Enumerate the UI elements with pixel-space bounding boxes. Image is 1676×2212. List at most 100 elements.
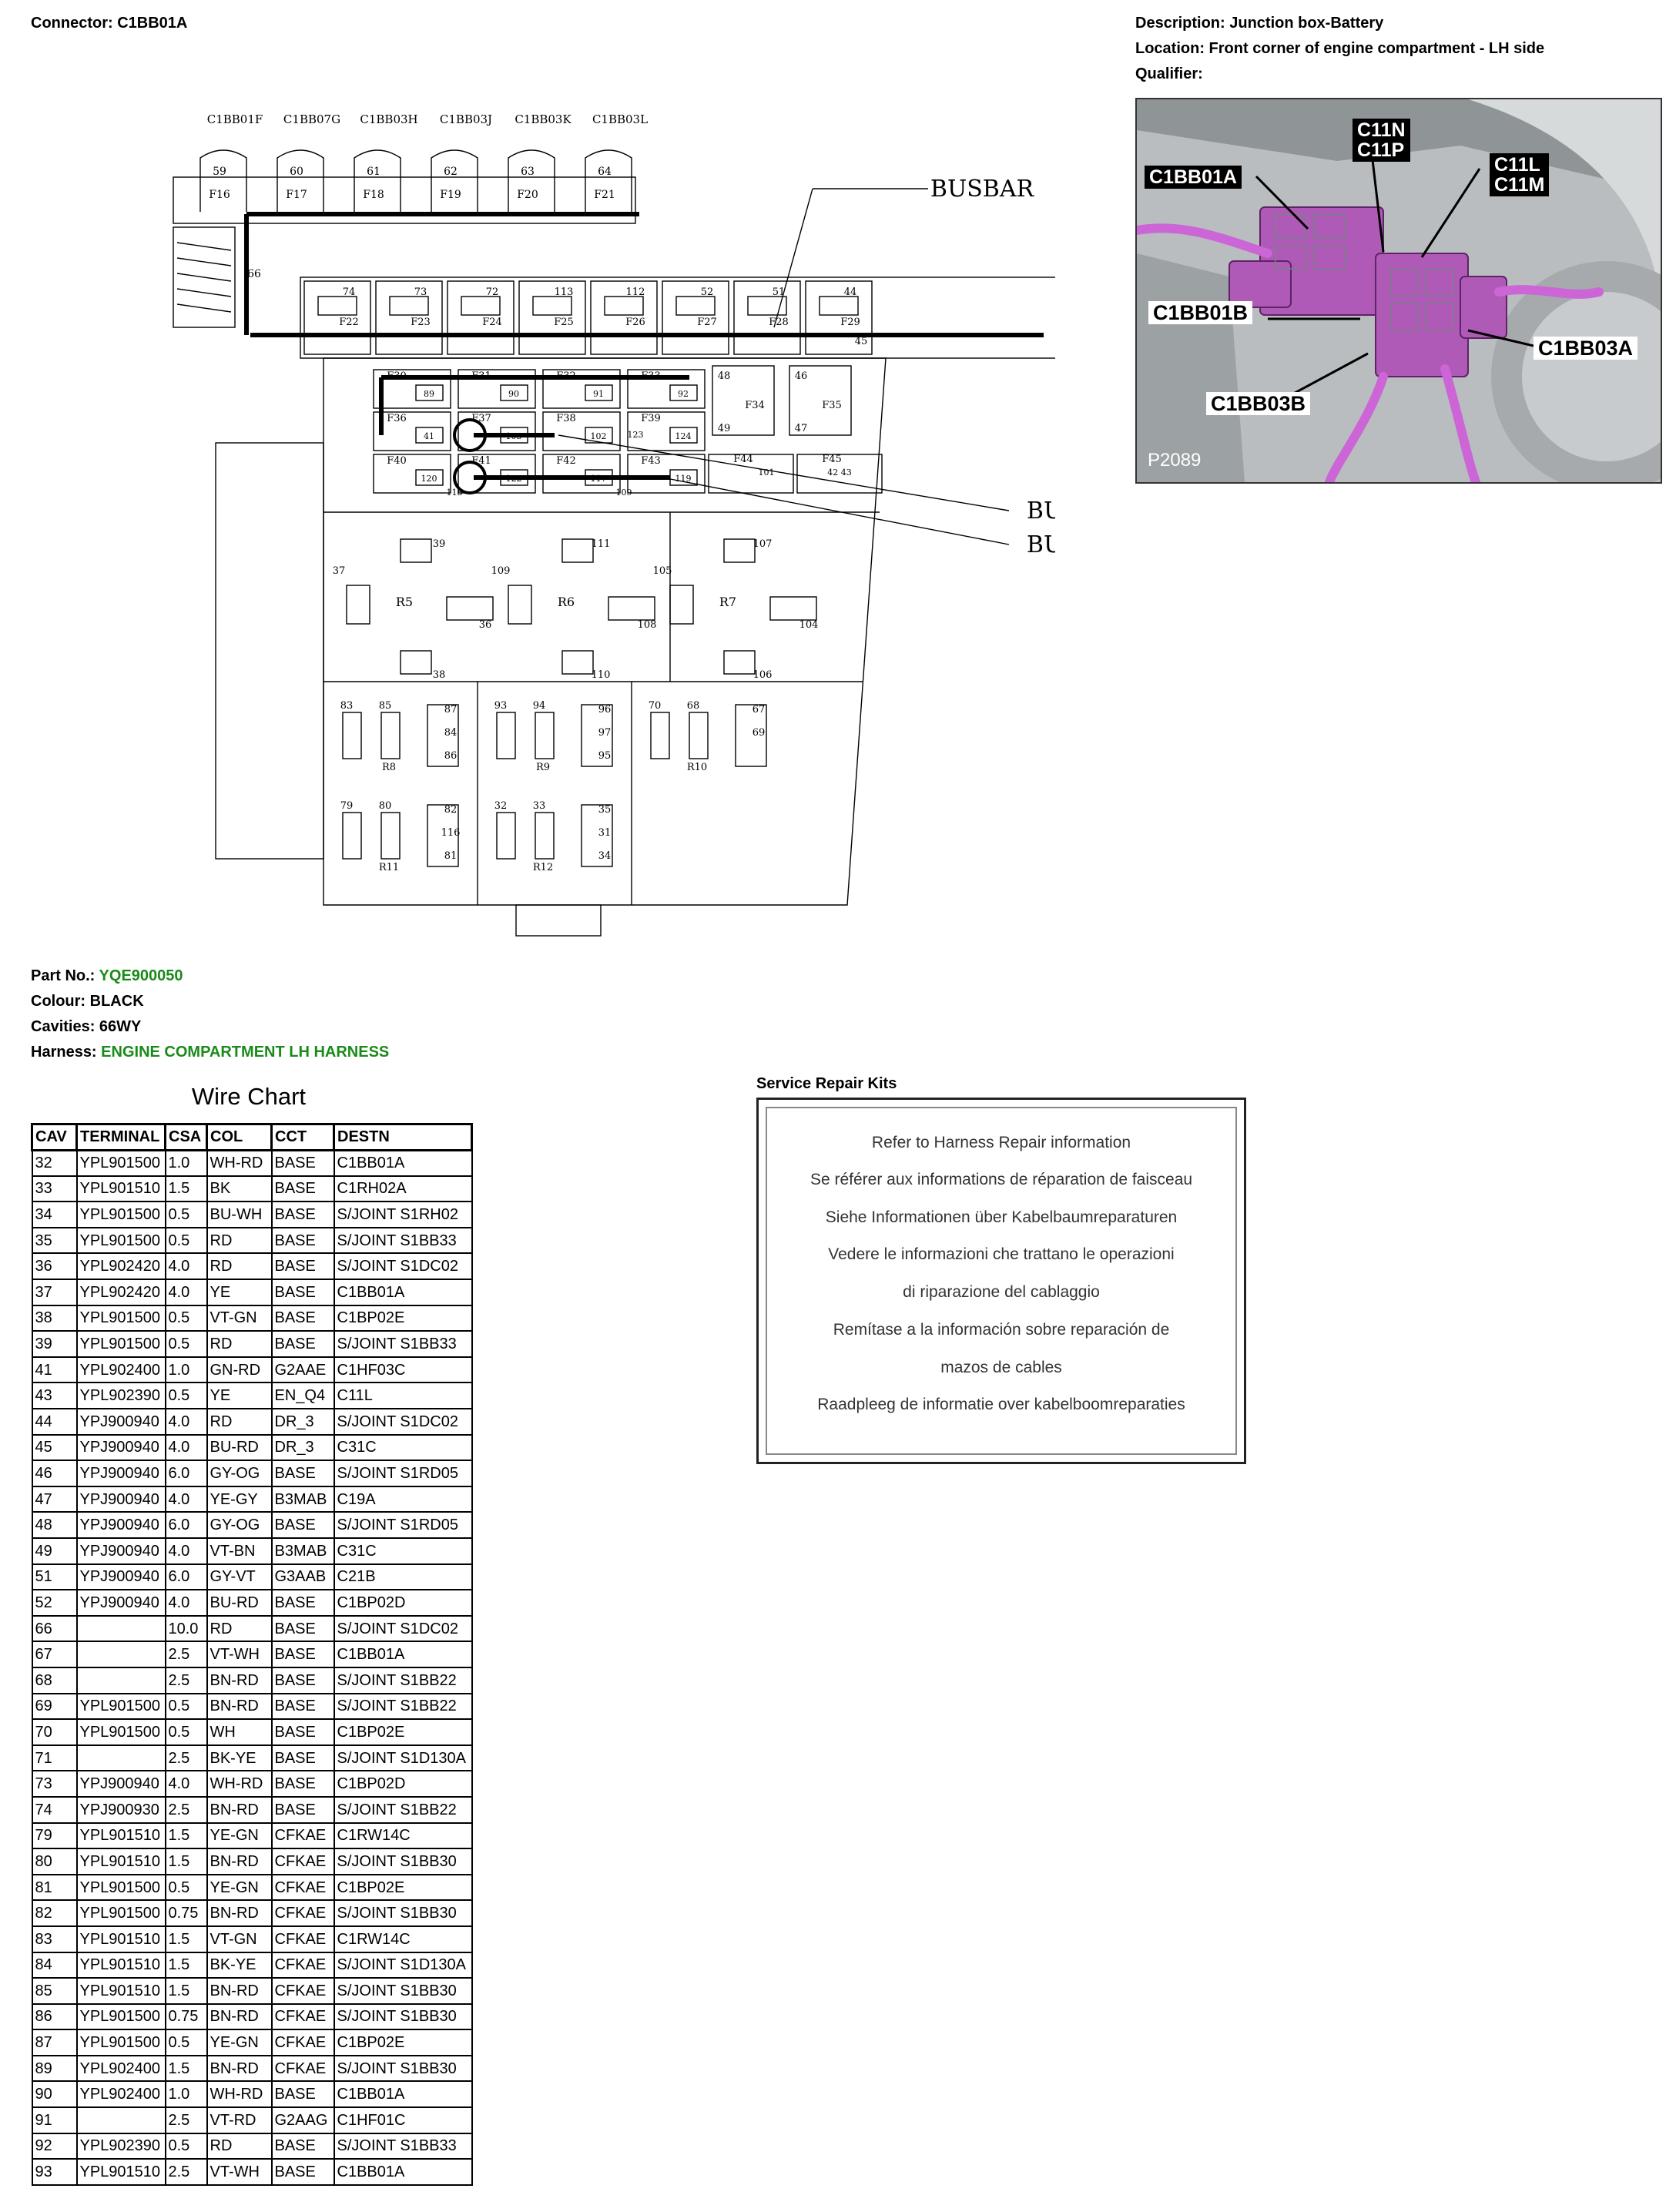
cell-destination: S/JOINT S1RD05	[333, 1511, 473, 1539]
cavity-number: 109	[491, 565, 511, 577]
cell-cav: 84	[31, 1951, 78, 1979]
cavity-number: 111	[592, 538, 611, 550]
connector-code-label: C1BB01F	[207, 112, 263, 126]
cell-cav: 32	[31, 1149, 78, 1177]
cell-colour: YE-GN	[206, 2029, 273, 2056]
cavities-label: Cavities: 66WY	[31, 1018, 142, 1035]
cavity-number: 108	[638, 619, 657, 631]
cell-colour: RD	[206, 1330, 273, 1358]
cell-cav: 44	[31, 1408, 78, 1436]
cell-destination: S/JOINT S1RH02	[333, 1201, 473, 1228]
cell-cav: 92	[31, 2132, 78, 2160]
relay-pin	[427, 704, 459, 767]
cell-circuit: BASE	[270, 2080, 335, 2109]
cell-destination: C1BP02E	[333, 1304, 473, 1332]
cell-destination: C1BP02E	[333, 2029, 473, 2056]
cell-circuit: BASE	[270, 1641, 335, 1668]
cell-circuit: BASE	[270, 1279, 335, 1306]
mini-terminal	[415, 384, 444, 401]
cell-destination: S/JOINT S1BB33	[333, 2132, 473, 2160]
cell-cav: 52	[31, 1589, 78, 1617]
cavity-number: 102	[591, 431, 607, 441]
cell-csa: 0.75	[164, 2003, 208, 2031]
cavity-number: 95	[598, 750, 612, 762]
cell-circuit: CFKAE	[270, 1899, 335, 1927]
cell-csa: 2.5	[164, 2106, 208, 2134]
location-photo: C11N C11P C1BB01A C11L C11M C1BB01B C1BB…	[1135, 98, 1662, 484]
mini-fuse-socket	[542, 411, 621, 451]
cell-terminal: YPJ900940	[75, 1485, 166, 1513]
cavity-number: 63	[521, 166, 535, 178]
cell-cav: 43	[31, 1382, 78, 1410]
cell-circuit: G2AAE	[270, 1356, 335, 1384]
cavity-number: 73	[414, 287, 427, 298]
cell-circuit: G2AAG	[270, 2106, 335, 2134]
cell-colour: BN-RD	[206, 2054, 273, 2083]
cell-colour: BK-YE	[206, 1744, 273, 1772]
cell-cav: 83	[31, 1925, 78, 1953]
left-notch-line	[176, 303, 232, 313]
cavity-number: 83	[340, 700, 354, 712]
cell-csa: 0.75	[164, 1899, 208, 1927]
relay-pin	[581, 804, 613, 867]
cell-terminal: YPJ900940	[75, 1563, 166, 1591]
cell-cav: 82	[31, 1899, 78, 1927]
cavity-number: 60	[290, 166, 303, 178]
cavity-number: 44	[844, 287, 857, 298]
cavity-number: 104	[799, 619, 819, 631]
location-label: Location: Front corner of engine compart…	[1135, 40, 1545, 57]
wire-chart-header-row: CAV TERMINAL CSA COL CCT DESTN	[31, 1123, 473, 1151]
cell-cav: 79	[31, 1822, 78, 1850]
part-number: Part No.: YQE900050	[31, 964, 183, 989]
cell-cav: 39	[31, 1330, 78, 1358]
cell-colour: YE	[206, 1279, 273, 1306]
fuse-label: F36	[387, 413, 407, 424]
fuse-socket	[518, 280, 586, 355]
mini-terminal	[415, 469, 444, 486]
cell-colour: BU-RD	[206, 1589, 273, 1617]
cell-terminal: YPL901510	[75, 1822, 166, 1850]
cell-colour: WH-RD	[206, 1770, 273, 1798]
connector-label: Connector: C1BB01A	[31, 15, 188, 32]
relay-label: R7	[719, 595, 736, 609]
cell-terminal: YPL901500	[75, 1873, 166, 1902]
cell-colour: VT-WH	[206, 1641, 273, 1668]
cell-cav: 68	[31, 1666, 78, 1694]
cell-terminal: YPL901500	[75, 1304, 166, 1332]
cell-csa: 4.0	[164, 1408, 208, 1436]
cavity-number: 47	[795, 423, 808, 434]
fuse-label: F26	[625, 317, 645, 328]
relay-label: R5	[396, 595, 413, 609]
cavity-number: 116	[441, 827, 461, 839]
cell-terminal	[75, 1614, 166, 1643]
busbar-callout: BUSBAR	[930, 176, 1035, 203]
col-colour: COL	[206, 1123, 273, 1151]
cell-cav: 85	[31, 1977, 78, 2005]
cavity-number: 33	[533, 800, 546, 812]
cell-colour: RD	[206, 1408, 273, 1436]
connector-code-label: C1BB03J	[440, 112, 492, 126]
relay-pin	[535, 812, 555, 860]
connector-code-label: C1BB03H	[360, 112, 417, 126]
cell-terminal	[75, 1744, 166, 1772]
cell-cav: 93	[31, 2158, 78, 2186]
cell-csa: 4.0	[164, 1485, 208, 1513]
cavity-number: 113	[555, 287, 574, 298]
connector-code-label: C1BB07G	[283, 112, 340, 126]
fuse-label: F43	[641, 455, 661, 467]
relay-pin	[561, 538, 594, 563]
cell-terminal: YPJ900940	[75, 1589, 166, 1617]
cell-circuit: CFKAE	[270, 2029, 335, 2056]
mini-fuse-socket	[373, 411, 451, 451]
cavity-number: 39	[433, 538, 446, 550]
harness-value: ENGINE COMPARTMENT LH HARNESS	[101, 1044, 390, 1061]
